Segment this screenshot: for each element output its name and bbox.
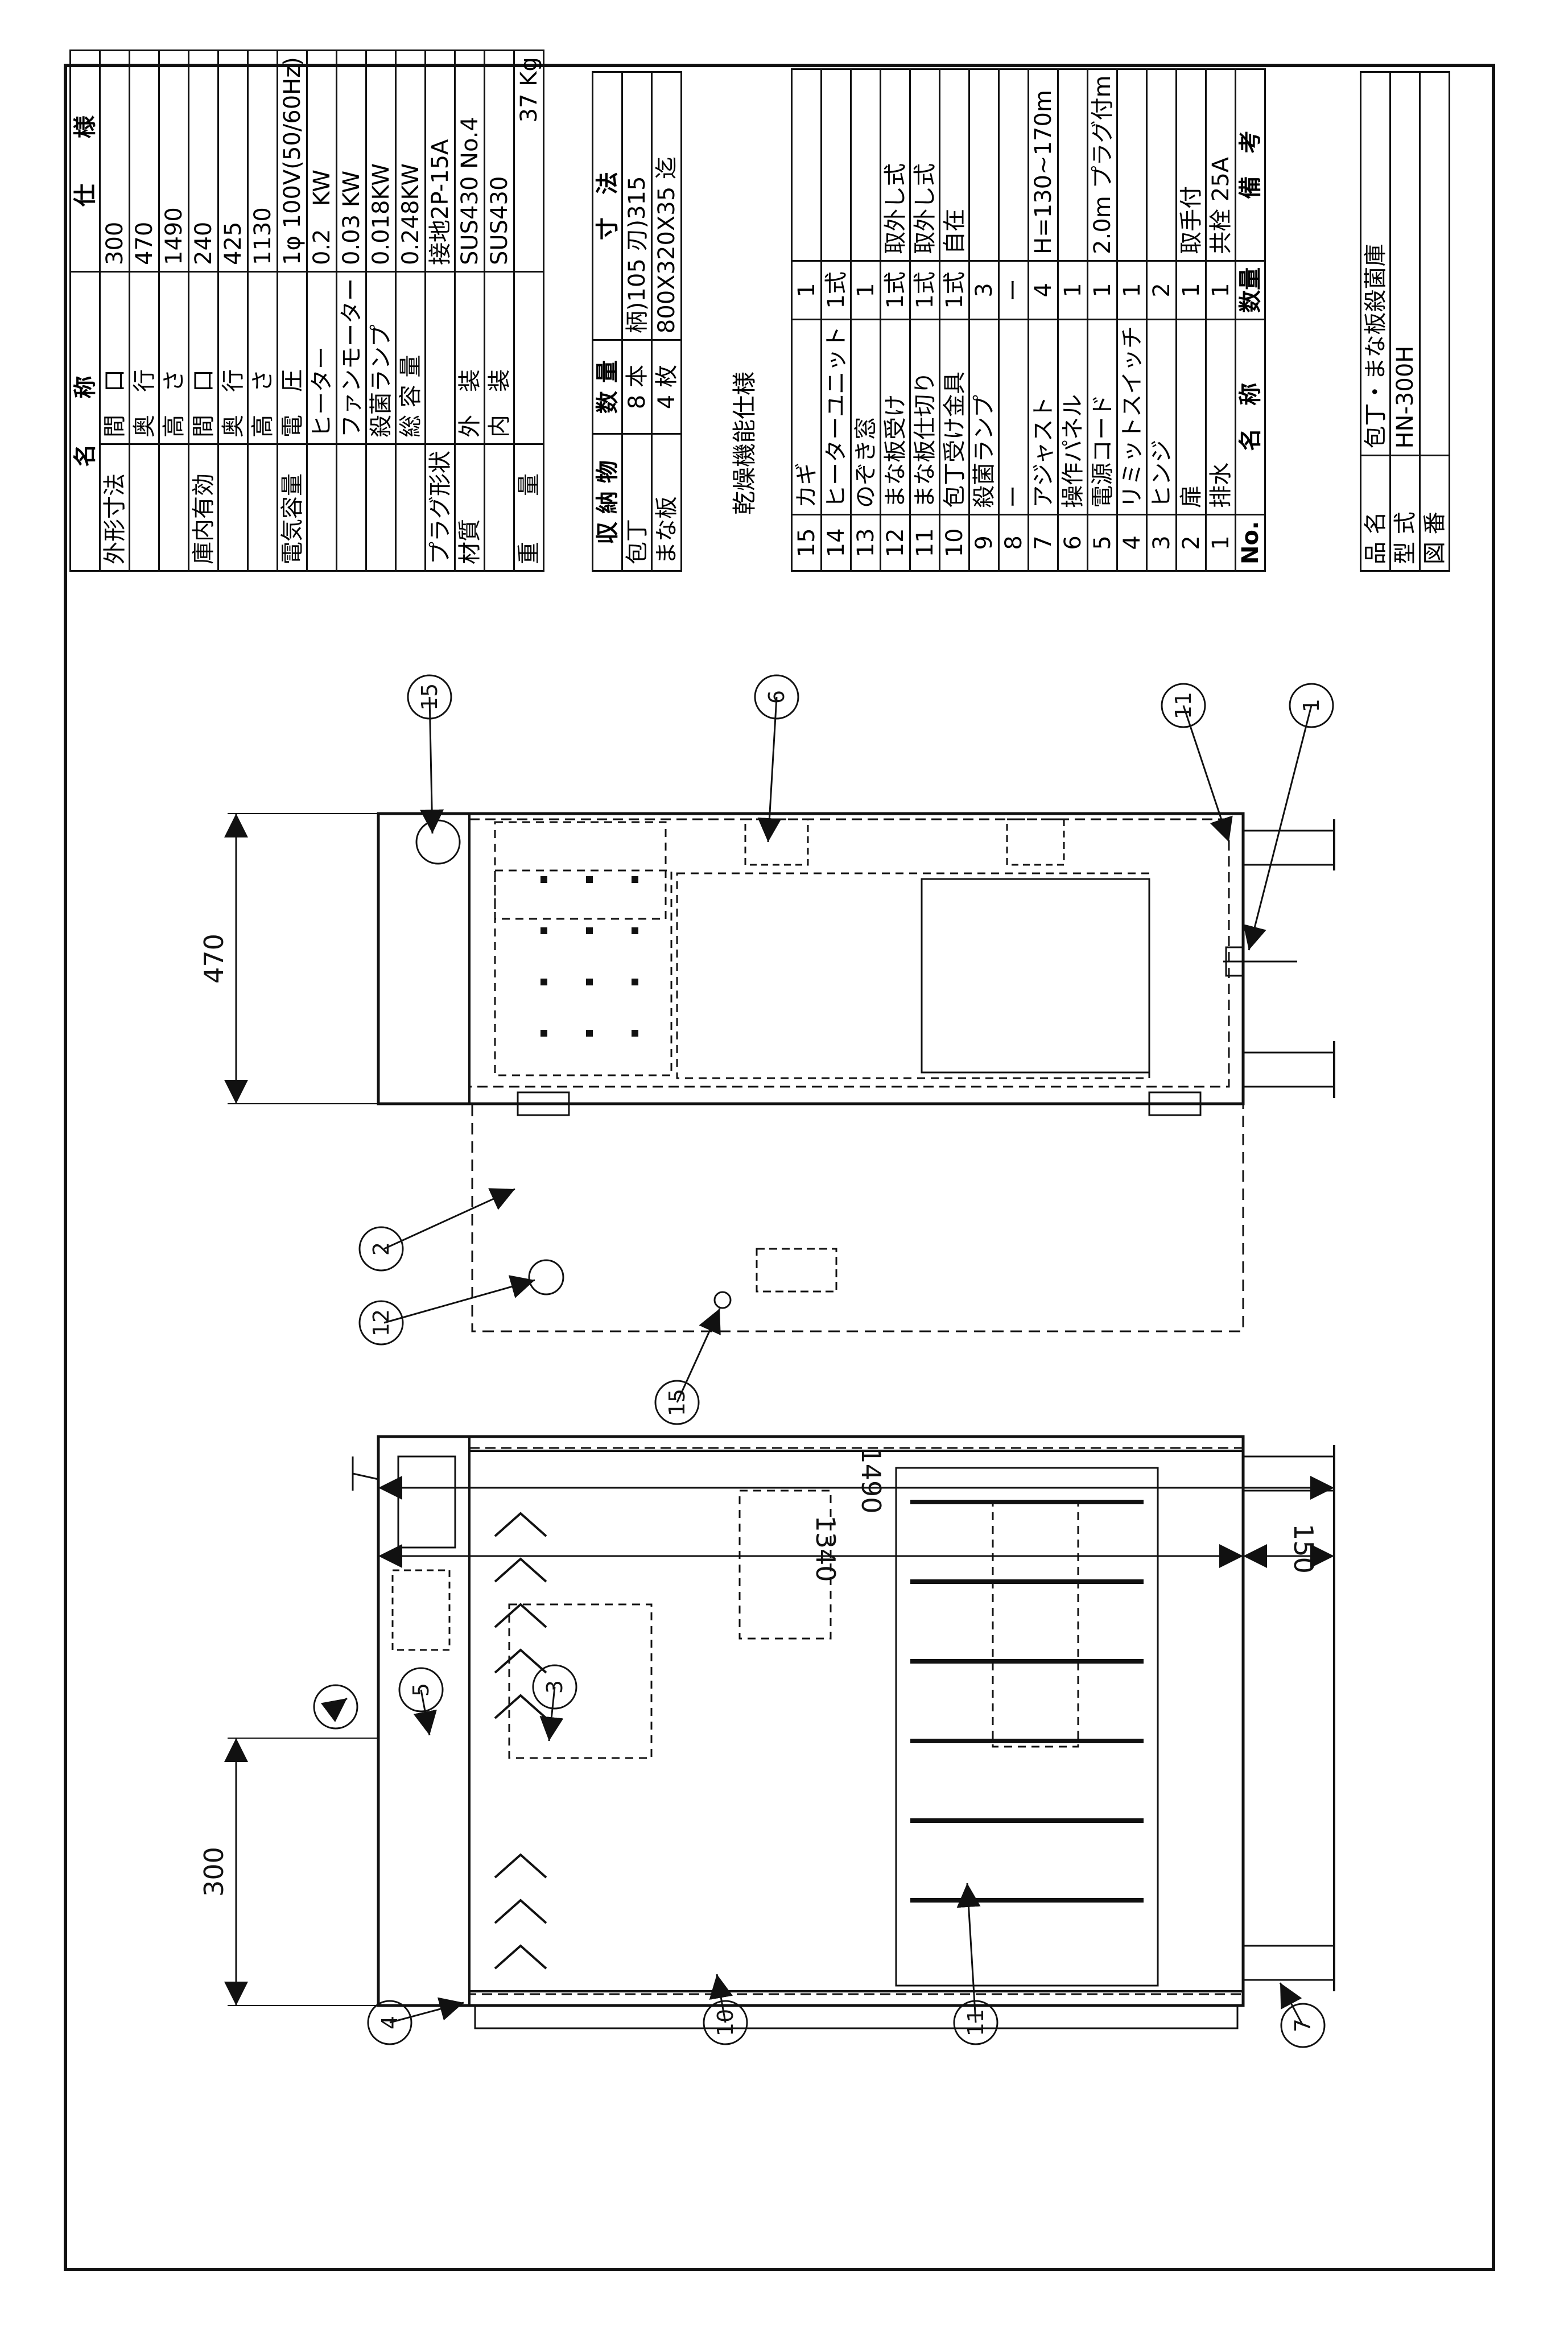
top-view <box>224 812 1335 1332</box>
callout-1: 1 <box>1299 699 1324 712</box>
callout-9: 6 <box>764 690 789 704</box>
table-row: 図 番 <box>1420 72 1450 571</box>
spec-header-spec: 仕 様 <box>70 50 100 272</box>
table-row: 品 名包丁・まな板殺菌庫 <box>1360 72 1390 571</box>
callout-6: 5 <box>408 1683 434 1697</box>
callout-4: 4 <box>377 2016 402 2029</box>
callout-3: 3 <box>542 1680 567 1694</box>
callout-7: 7 <box>1290 2019 1315 2032</box>
drawing-number <box>1420 72 1450 456</box>
table-row: プラグ形状接地2P-15A <box>425 50 455 571</box>
callout-10: 10 <box>713 2009 738 2036</box>
product-name: 包丁・まな板殺菌庫 <box>1360 72 1390 456</box>
dim-150: 150 <box>1288 1524 1319 1574</box>
drawing-border <box>64 64 1495 2271</box>
callout-14: 15 <box>417 683 442 711</box>
spec-header-name: 名 称 <box>70 271 100 571</box>
storage-header-qty: 数 量 <box>592 340 622 434</box>
storage-header-dim: 寸 法 <box>592 72 622 340</box>
dim-470: 470 <box>199 934 229 984</box>
callout-12: 11 <box>1171 692 1196 719</box>
parts-header-qty: 数量 <box>1235 261 1265 320</box>
callout-15: 15 <box>665 1389 690 1416</box>
parts-header-note: 備 考 <box>1235 69 1265 261</box>
drying-spec-label: 乾燥機能仕様 <box>731 371 758 515</box>
callout-13: 12 <box>369 1309 394 1336</box>
dim-1340: 1340 <box>810 1515 841 1582</box>
callout-11: 11 <box>963 2009 988 2036</box>
side-view <box>224 1435 1335 2029</box>
parts-header-no: No. <box>1235 514 1265 571</box>
dim-300: 300 <box>199 1847 229 1897</box>
storage-header-item: 収 納 物 <box>592 434 622 571</box>
dim-1490: 1490 <box>856 1447 886 1513</box>
callout-5: 4 <box>323 1700 348 1714</box>
callout-leaders <box>320 696 1313 2026</box>
callout-2: 2 <box>369 1242 394 1256</box>
model-number: HN-300H <box>1390 72 1420 456</box>
callout-circles <box>313 674 1334 2048</box>
parts-header-name: 名 称 <box>1235 319 1265 515</box>
callout-numbers: 15 6 11 1 2 12 15 4 5 3 4 10 11 7 <box>323 683 1324 2036</box>
dimension-labels: 470 300 1490 1340 150 <box>199 934 1319 1897</box>
